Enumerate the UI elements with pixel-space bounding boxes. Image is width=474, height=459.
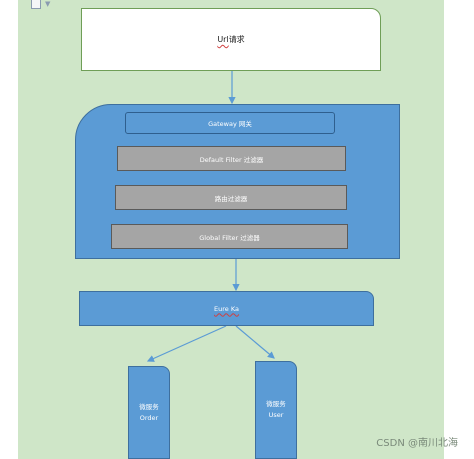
eureka-label: Eure Ka: [214, 304, 239, 313]
user-service-line1: 微服务: [266, 400, 286, 408]
order-service-line1: 微服务: [139, 402, 159, 411]
url-request-prefix: Url: [217, 35, 229, 44]
gateway-title-node: Gateway 网关: [125, 112, 335, 134]
left-margin: [0, 0, 18, 459]
url-request-suffix: 请求: [228, 35, 245, 44]
document-icon[interactable]: [31, 0, 41, 9]
order-service-line2: Order: [139, 413, 159, 422]
right-margin: [444, 0, 474, 459]
eureka-registry-node: Eure Ka: [79, 291, 374, 326]
route-filter-node: 路由过滤器: [115, 185, 347, 210]
default-filter-node: Default Filter 过滤器: [117, 146, 346, 171]
arrow-registry-to-order: [146, 325, 227, 362]
global-filter-node: Global Filter 过滤器: [111, 224, 348, 249]
chevron-down-icon[interactable]: ▼: [45, 0, 51, 8]
order-service-node: 微服务 Order: [128, 366, 170, 459]
user-service-node: 微服务 User: [255, 361, 297, 459]
csdn-watermark: CSDN @南川北海: [376, 438, 458, 449]
arrow-registry-to-user: [235, 325, 275, 359]
user-service-line2: User: [268, 411, 284, 419]
